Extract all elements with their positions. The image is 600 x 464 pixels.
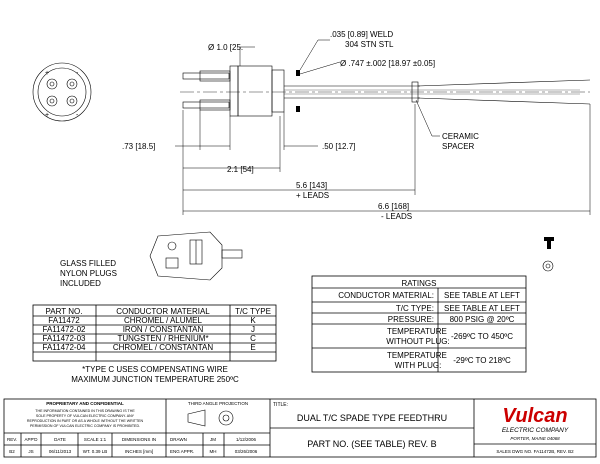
fastener-symbols bbox=[542, 237, 554, 272]
third-angle-symbol bbox=[187, 409, 234, 427]
plug-note-1: GLASS FILLED bbox=[60, 259, 116, 268]
units-value: INCHES [mm] bbox=[125, 449, 153, 454]
minus-mark: - bbox=[76, 112, 79, 119]
nylon-plug bbox=[149, 231, 243, 281]
sales-dwg-no: SALES DWG NO. FA11472B, REV. B2 bbox=[496, 449, 574, 454]
table-row: C bbox=[250, 334, 256, 343]
dim-weld-material: 304 STN STL bbox=[345, 40, 394, 49]
company-name: ELECTRIC COMPANY bbox=[502, 427, 569, 434]
rating-value: SEE TABLE AT LEFT bbox=[444, 291, 520, 300]
table-row: TUNGSTEN / RHENIUM* bbox=[117, 334, 208, 343]
max-temp-note: MAXIMUM JUNCTION TEMPERATURE 250ºC bbox=[71, 375, 239, 384]
dim-diameter-1: Ø 1.0 [25. bbox=[208, 43, 243, 52]
table-row: IRON / CONSTANTAN bbox=[123, 325, 204, 334]
eng-by: MH bbox=[210, 449, 217, 454]
dim-weld: .035 [0.89] WELD bbox=[330, 30, 393, 39]
rev-header: REV. bbox=[7, 437, 17, 442]
appd-value: JS bbox=[28, 449, 33, 454]
table-row: E bbox=[250, 343, 255, 352]
rating-label: PRESSURE: bbox=[388, 315, 434, 324]
dim-73: .73 [18.5] bbox=[122, 142, 155, 151]
plug-note-3: INCLUDED bbox=[60, 279, 101, 288]
prop-line: REPRODUCTION IN PART OR AS A WHOLE WITHO… bbox=[27, 419, 144, 423]
rating-label-temp-noplug: TEMPERATURE WITHOUT PLUG: bbox=[386, 327, 449, 346]
prop-line: PERMISSION OF VULCAN ELECTRIC COMPANY IS… bbox=[30, 424, 140, 428]
table-row: FA11472-02 bbox=[43, 325, 87, 334]
dim-66-note: - LEADS bbox=[381, 212, 412, 221]
plus-mark: + bbox=[45, 112, 49, 119]
title-label: TITLE: bbox=[273, 402, 288, 408]
rating-value: 800 PSIG @ 20ºC bbox=[450, 315, 515, 324]
table-row: CHROMEL / CONSTANTAN bbox=[113, 343, 214, 352]
rating-value: -29ºC TO 218ºC bbox=[453, 356, 511, 365]
drawn-date: 1/12/2006 bbox=[236, 437, 257, 442]
eng-date: 03/26/2006 bbox=[235, 449, 258, 454]
parts-table bbox=[32, 304, 277, 362]
title-block bbox=[3, 398, 597, 458]
scale-header: SCALE 1:1 bbox=[84, 437, 107, 442]
dim-56-note: + LEADS bbox=[296, 191, 329, 200]
ratings-title: RATINGS bbox=[402, 279, 437, 288]
ratings-table bbox=[311, 275, 527, 373]
eng-label: ENG APPR. bbox=[170, 449, 194, 454]
vulcan-logo: Vulcan bbox=[502, 405, 567, 427]
projection-label: THIRD ANGLE PROJECTION bbox=[188, 401, 248, 406]
dimension-lines bbox=[175, 39, 591, 215]
drawn-label: DRAWN bbox=[170, 437, 187, 442]
dim-50: .50 [12.7] bbox=[322, 142, 355, 151]
drawing-title: DUAL T/C SPADE TYPE FEEDTHRU bbox=[297, 413, 447, 423]
col-conductor: CONDUCTOR MATERIAL bbox=[116, 307, 210, 316]
ceramic-label-2: SPACER bbox=[442, 142, 475, 151]
date-header: DATE bbox=[54, 437, 66, 442]
table-row: FA11472-04 bbox=[43, 343, 87, 352]
minus-mark: - bbox=[76, 70, 79, 77]
side-view bbox=[180, 65, 591, 117]
prop-line: THE INFORMATION CONTAINED IN THIS DRAWIN… bbox=[35, 409, 135, 413]
dim-diameter-747: Ø .747 ±.002 [18.97 ±0.05] bbox=[340, 59, 435, 68]
drawn-by: JM bbox=[210, 437, 216, 442]
part-number: PART NO. (SEE TABLE) REV. B bbox=[307, 439, 436, 449]
rating-label-temp-plug: TEMPERATURE WITH PLUG: bbox=[387, 351, 449, 370]
type-c-note: *TYPE C USES COMPENSATING WIRE bbox=[82, 365, 228, 374]
weight-value: WT. 0.39 LB bbox=[83, 449, 108, 454]
col-tc-type: T/C TYPE bbox=[235, 307, 271, 316]
rating-label: CONDUCTOR MATERIAL: bbox=[338, 291, 434, 300]
dim-66: 6.6 [168] bbox=[378, 202, 409, 211]
table-row: CHROMEL / ALUMEL bbox=[124, 316, 202, 325]
col-part-no: PART NO. bbox=[46, 307, 83, 316]
rating-value: -269ºC TO 450ºC bbox=[451, 332, 513, 341]
rev-value: B2 bbox=[9, 449, 15, 454]
company-city: PORTER, MAINE 04068 bbox=[510, 436, 560, 441]
prop-line: SOLE PROPERTY OF VULCAN ELECTRIC COMPANY… bbox=[36, 414, 135, 418]
dim-56: 5.6 [143] bbox=[296, 181, 327, 190]
table-row: FA11472 bbox=[48, 316, 80, 325]
plus-mark: + bbox=[45, 70, 49, 77]
rating-label: T/C TYPE: bbox=[396, 304, 434, 313]
prop-title: PROPRIETARY AND CONFIDENTIAL bbox=[46, 401, 124, 406]
rating-value: SEE TABLE AT LEFT bbox=[444, 304, 520, 313]
appd-header: APP'D bbox=[24, 437, 38, 442]
dimensions-header: DIMENSIONS IN bbox=[122, 437, 156, 442]
plug-note-2: NYLON PLUGS bbox=[60, 269, 117, 278]
ceramic-label: CERAMIC bbox=[442, 132, 479, 141]
date-value: 06/11/2013 bbox=[49, 449, 72, 454]
end-view: + - + - bbox=[32, 62, 92, 122]
table-row: FA11472-03 bbox=[43, 334, 87, 343]
dim-21: 2.1 [54] bbox=[227, 165, 254, 174]
table-row: K bbox=[250, 316, 256, 325]
table-row: J bbox=[251, 325, 255, 334]
